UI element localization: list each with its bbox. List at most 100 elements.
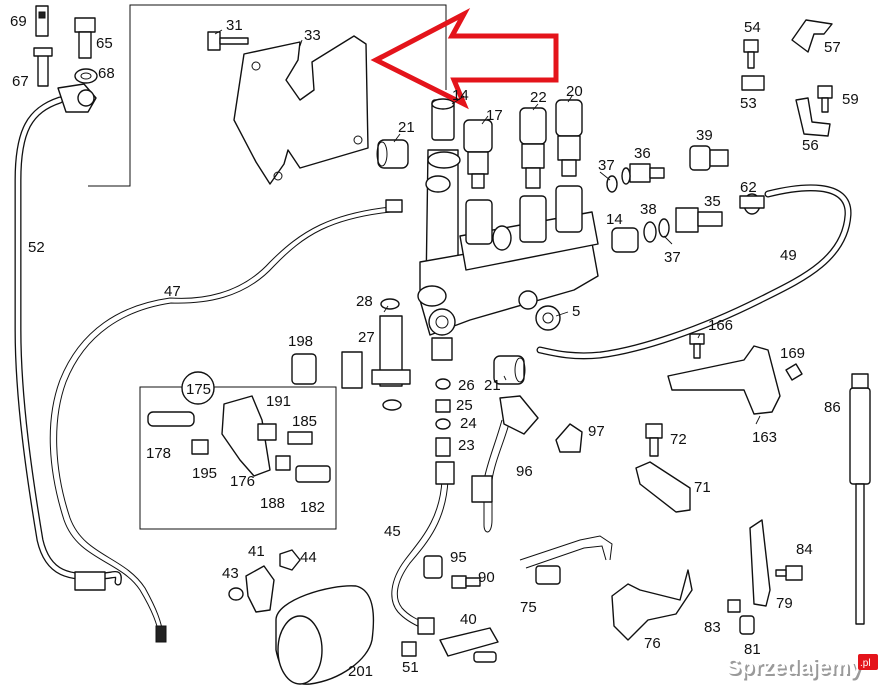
fitting-21-bottom [493, 355, 526, 385]
callout-44: 44 [300, 549, 317, 566]
pipe-47 [49, 199, 403, 643]
watermark-badge [858, 654, 878, 670]
callout-26: 26 [458, 377, 475, 394]
callout-178: 178 [146, 445, 171, 462]
pipe-96 [471, 395, 539, 533]
callout-57: 57 [824, 39, 841, 56]
bracket-97 [555, 423, 583, 453]
watermark-suffix: .pl [860, 658, 871, 669]
nut-51 [401, 641, 417, 657]
bracket-41 [245, 565, 275, 613]
washer-68 [74, 68, 98, 84]
callout-49: 49 [780, 247, 797, 264]
nut-83 [727, 599, 741, 613]
pipe-75 [519, 535, 613, 585]
orings-28 [380, 298, 402, 411]
bracket-56 [795, 97, 831, 137]
callout-37-bottom: 37 [664, 249, 681, 266]
pipe-49 [536, 184, 852, 360]
callout-39: 39 [696, 127, 713, 144]
bracket-40 [439, 627, 499, 663]
bracket-76 [611, 569, 693, 641]
callout-35: 35 [704, 193, 721, 210]
callout-95: 95 [450, 549, 467, 566]
highlight-arrow [370, 7, 559, 110]
callout-59: 59 [842, 91, 859, 108]
callout-24: 24 [460, 415, 477, 432]
callout-21-bottom: 21 [484, 377, 501, 394]
clamp-62 [739, 193, 765, 215]
callout-86: 86 [824, 399, 841, 416]
callout-84: 84 [796, 541, 813, 558]
bolt-31 [207, 31, 249, 51]
group-175 [147, 371, 331, 483]
callout-51: 51 [402, 659, 419, 676]
callout-14-right: 14 [606, 211, 623, 228]
nut-44 [279, 549, 301, 571]
callout-62: 62 [740, 179, 757, 196]
nut-53 [741, 75, 765, 91]
fitting-35 [675, 207, 723, 233]
callout-83: 83 [704, 619, 721, 636]
watermark: Sprzedajemy Sprzedajemy .pl [726, 654, 878, 681]
bracket-79 [749, 519, 771, 607]
pipe-52 [14, 83, 122, 591]
callout-201: 201 [348, 663, 373, 680]
cap-198 [291, 353, 317, 385]
nut-169 [785, 363, 803, 381]
plug-81 [739, 615, 755, 635]
bolt-90 [451, 575, 481, 589]
bracket-163 [667, 345, 781, 415]
callout-76: 76 [644, 635, 661, 652]
callout-68: 68 [98, 65, 115, 82]
bracket-57 [791, 19, 833, 53]
plug-67 [33, 47, 53, 87]
callout-37-top: 37 [598, 157, 615, 174]
callout-97: 97 [588, 423, 605, 440]
callout-71: 71 [694, 479, 711, 496]
valve-block [417, 149, 599, 361]
callout-182: 182 [300, 499, 325, 516]
callout-69: 69 [10, 13, 27, 30]
callout-31: 31 [226, 17, 243, 34]
callout-22: 22 [530, 89, 547, 106]
callout-27: 27 [358, 329, 375, 346]
bolt-72 [645, 423, 663, 457]
solenoid-valves [465, 185, 583, 251]
fitting-21-top [376, 139, 409, 169]
bolt-65 [74, 17, 96, 59]
callout-53: 53 [740, 95, 757, 112]
callout-191: 191 [266, 393, 291, 410]
callout-90: 90 [478, 569, 495, 586]
callout-45: 45 [384, 523, 401, 540]
callout-166: 166 [708, 317, 733, 334]
washer-43 [228, 587, 244, 601]
filter-201 [275, 585, 375, 685]
sensor-17 [463, 119, 493, 189]
plug-14-right [611, 227, 639, 253]
ring-38 [643, 218, 670, 243]
callout-41: 41 [248, 543, 265, 560]
callout-36: 36 [634, 145, 651, 162]
strut-86 [849, 373, 871, 625]
svg-text:Sprzedajemy: Sprzedajemy [728, 656, 864, 681]
callout-185: 185 [292, 413, 317, 430]
callout-169: 169 [780, 345, 805, 362]
callout-25: 25 [456, 397, 473, 414]
callout-56: 56 [802, 137, 819, 154]
cap-14 [431, 98, 455, 141]
callout-81: 81 [744, 641, 761, 658]
bolt-166 [689, 333, 705, 359]
callout-47: 47 [164, 283, 181, 300]
callout-14: 14 [452, 87, 469, 104]
callout-52: 52 [28, 239, 45, 256]
connector-39 [689, 145, 729, 171]
seals-23-26 [435, 378, 451, 457]
callout-72: 72 [670, 431, 687, 448]
callout-75: 75 [520, 599, 537, 616]
callout-33: 33 [304, 27, 321, 44]
callout-195: 195 [192, 465, 217, 482]
callout-28-top: 28 [356, 293, 373, 310]
bolt-84 [775, 565, 803, 581]
